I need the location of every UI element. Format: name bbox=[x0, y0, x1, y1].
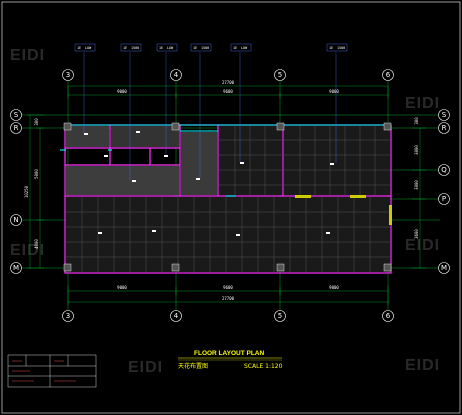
dim-left-total: 10250 bbox=[24, 185, 29, 198]
grid-bubble: 3 bbox=[62, 69, 74, 81]
fixture-tag: 1E 1500 bbox=[190, 43, 212, 52]
grid-bubbles-right: S R Q P M bbox=[438, 109, 450, 274]
svg-text:M: M bbox=[441, 264, 447, 272]
watermark-right-lower: EIDI bbox=[405, 237, 440, 254]
dim-right-seg-3: 3600 bbox=[414, 229, 419, 239]
dim-top-seg-3: 9000 bbox=[329, 89, 339, 94]
dim-left-seg-2: 4000 bbox=[34, 239, 39, 249]
room-fills bbox=[66, 126, 390, 272]
grid-bubble: 6 bbox=[382, 69, 394, 81]
fixture-tag: 1E LOW bbox=[156, 43, 178, 52]
grid-bubble: P bbox=[438, 193, 450, 205]
dim-left-small: 300 bbox=[34, 118, 39, 126]
dim-top-total: 27700 bbox=[222, 80, 235, 85]
drawing-scale: SCALE 1:120 bbox=[244, 363, 283, 370]
dim-left-seg-1: 5000 bbox=[34, 169, 39, 179]
title-block-marks bbox=[12, 360, 76, 382]
grid-bubble: S bbox=[10, 109, 22, 121]
svg-text:Q: Q bbox=[441, 166, 447, 174]
title-block bbox=[7, 354, 97, 388]
grid-bubble: 5 bbox=[274, 310, 286, 322]
svg-text:R: R bbox=[442, 124, 447, 132]
title-english: FLOOR LAYOUT PLAN bbox=[194, 350, 264, 357]
svg-text:1500: 1500 bbox=[201, 46, 209, 50]
grid-bubble: 4 bbox=[170, 69, 182, 81]
ceiling-grid bbox=[66, 126, 390, 272]
fixture-tag: 1E 1500 bbox=[120, 43, 142, 52]
dimensions-bottom bbox=[67, 286, 389, 305]
grid-bubble: R bbox=[438, 122, 450, 134]
dimensions-top bbox=[67, 85, 389, 98]
light-fixtures bbox=[84, 131, 334, 236]
svg-text:6: 6 bbox=[386, 312, 391, 320]
wall-accents bbox=[60, 124, 391, 267]
dimensions-right bbox=[412, 127, 426, 269]
svg-text:4: 4 bbox=[174, 312, 179, 320]
yellow-fixtures bbox=[295, 195, 392, 225]
svg-text:1E: 1E bbox=[123, 46, 127, 50]
svg-text:LOW: LOW bbox=[85, 46, 92, 50]
tag-leaders bbox=[83, 52, 337, 180]
dim-bottom-seg-1: 9000 bbox=[117, 285, 127, 290]
dim-bottom-total: 27700 bbox=[222, 296, 235, 301]
grid-bubble: Q bbox=[438, 164, 450, 176]
grid-bubble: 4 bbox=[170, 310, 182, 322]
fixture-tag: 1E LOW bbox=[74, 43, 96, 52]
svg-text:1E: 1E bbox=[233, 46, 237, 50]
grid-bubbles-top: 3 4 5 6 bbox=[62, 69, 394, 81]
dim-right-seg-1: 3000 bbox=[414, 145, 419, 155]
columns bbox=[63, 122, 392, 272]
svg-text:5: 5 bbox=[278, 312, 282, 320]
svg-text:1E: 1E bbox=[159, 46, 163, 50]
fixture-tag: 1E 1500 bbox=[326, 43, 348, 52]
svg-text:LOW: LOW bbox=[241, 46, 248, 50]
svg-text:S: S bbox=[14, 111, 19, 119]
svg-text:1E: 1E bbox=[77, 46, 81, 50]
grid-bubble: 6 bbox=[382, 310, 394, 322]
svg-text:N: N bbox=[13, 216, 18, 224]
dim-top-seg-1: 9000 bbox=[117, 89, 127, 94]
svg-text:P: P bbox=[442, 195, 446, 203]
drawing-title: FLOOR LAYOUT PLAN 天花布置图 SCALE 1:120 bbox=[178, 350, 283, 370]
grid-bubble: 3 bbox=[62, 310, 74, 322]
grid-bubble: S bbox=[438, 109, 450, 121]
fixture-tag: 1E LOW bbox=[230, 43, 252, 52]
svg-text:5: 5 bbox=[278, 71, 282, 79]
svg-text:4: 4 bbox=[174, 71, 179, 79]
svg-text:S: S bbox=[442, 111, 447, 119]
grid-bubble: M bbox=[10, 262, 22, 274]
dim-right-seg-2: 3000 bbox=[414, 180, 419, 190]
dim-top-seg-2: 9600 bbox=[223, 89, 233, 94]
watermark-bottom: EIDI bbox=[128, 359, 163, 376]
dimensions-left bbox=[27, 114, 44, 269]
svg-text:M: M bbox=[13, 264, 19, 272]
svg-text:1500: 1500 bbox=[337, 46, 345, 50]
grid-bubbles-bottom: 3 4 5 6 bbox=[62, 310, 394, 322]
grid-bubble: 5 bbox=[274, 69, 286, 81]
dim-right-small: 300 bbox=[414, 117, 419, 125]
svg-text:LOW: LOW bbox=[167, 46, 174, 50]
fixture-tags: 1E LOW 1E 1500 1E LOW 1E 1500 1E LOW bbox=[74, 43, 348, 52]
svg-text:1500: 1500 bbox=[131, 46, 139, 50]
grid-bubble: M bbox=[438, 262, 450, 274]
dim-bottom-seg-2: 9600 bbox=[223, 285, 233, 290]
grid-bubble: R bbox=[10, 122, 22, 134]
watermark-bottom-right: EIDI bbox=[405, 357, 440, 374]
grid-bubbles-left: S R N M bbox=[10, 109, 22, 274]
svg-text:1E: 1E bbox=[193, 46, 197, 50]
watermark-top-left: EIDI bbox=[10, 47, 45, 64]
grid-bubble: N bbox=[10, 214, 22, 226]
svg-text:R: R bbox=[14, 124, 19, 132]
watermark-left: EIDI bbox=[10, 242, 45, 259]
svg-text:3: 3 bbox=[66, 71, 70, 79]
svg-text:6: 6 bbox=[386, 71, 391, 79]
svg-text:3: 3 bbox=[66, 312, 70, 320]
svg-text:1E: 1E bbox=[329, 46, 333, 50]
title-chinese: 天花布置图 bbox=[178, 362, 208, 370]
watermark-right: EIDI bbox=[405, 95, 440, 112]
dim-bottom-seg-3: 9000 bbox=[329, 285, 339, 290]
